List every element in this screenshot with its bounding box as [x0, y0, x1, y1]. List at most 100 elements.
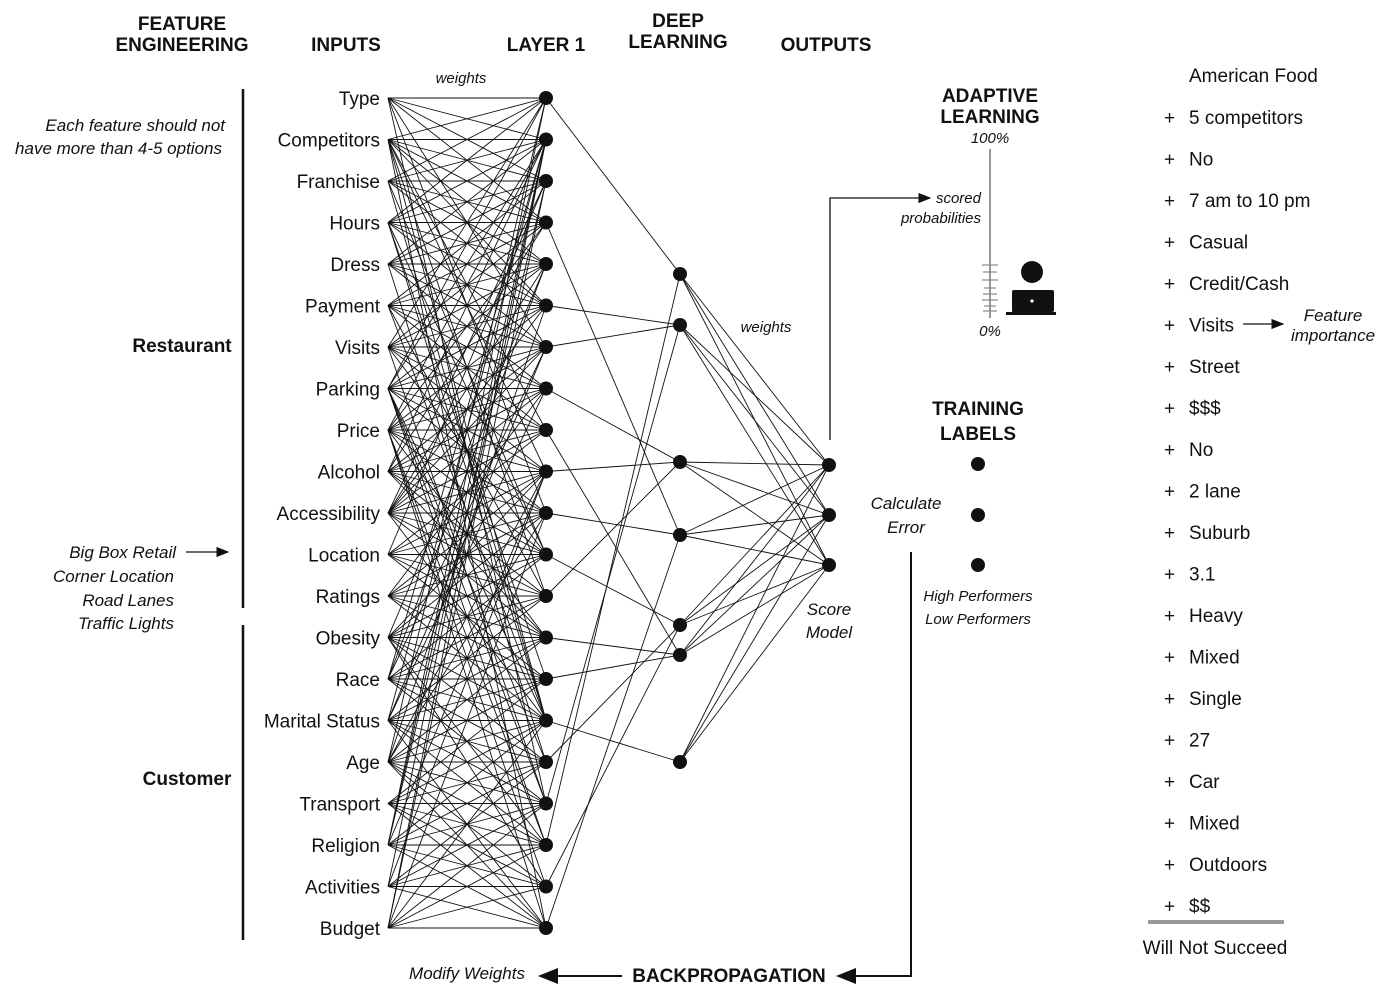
input-layer1-edge: [387, 139, 547, 680]
header-training-labels-2: LABELS: [940, 424, 1016, 445]
input-label: Religion: [311, 836, 380, 857]
input-layer1-edge: [387, 471, 547, 887]
layer1-node: [539, 755, 553, 769]
deep-output-edge: [679, 324, 830, 466]
header-feature-engineering-1: FEATURE: [138, 14, 226, 35]
layer1-deep-edge: [545, 624, 681, 763]
deep-output-edge: [679, 514, 830, 656]
example-result: Will Not Succeed: [1143, 938, 1288, 959]
input-layer1-edge: [387, 97, 547, 140]
layer1-node: [539, 423, 553, 437]
layer1-node: [539, 340, 553, 354]
header-backpropagation: BACKPROPAGATION: [632, 966, 826, 985]
example-plus: +: [1164, 523, 1175, 544]
input-layer1-edge: [387, 97, 547, 846]
input-layer1-edge: [387, 844, 547, 929]
note-location-3: Road Lanes: [82, 591, 174, 610]
input-layer1-edge: [387, 97, 547, 763]
input-label: Marital Status: [264, 712, 380, 733]
input-layer1-edge: [387, 471, 547, 846]
input-label: Age: [346, 753, 380, 774]
input-layer1-edge: [387, 720, 547, 846]
deep-output-edge: [679, 564, 830, 763]
example-plus: +: [1164, 233, 1175, 254]
input-layer1-edge: [387, 720, 547, 804]
pct-top: 100%: [971, 130, 1009, 147]
deep-output-edge: [679, 514, 830, 763]
group-restaurant: Restaurant: [132, 336, 232, 357]
input-label: Activities: [305, 878, 380, 899]
note-location-1: Big Box Retail: [69, 543, 177, 562]
deep-layer-node: [673, 618, 687, 632]
example-item: Single: [1189, 689, 1242, 710]
example-item: Casual: [1189, 233, 1248, 254]
scored-probabilities-arrow: [829, 192, 932, 440]
layer1-deep-edge: [545, 512, 681, 536]
layer1-node: [539, 91, 553, 105]
layer1-deep-edge: [545, 429, 681, 656]
layer1-deep-edge: [545, 324, 681, 348]
input-layer1-edge: [387, 803, 547, 929]
input-label: Type: [339, 89, 380, 110]
header-training-labels-1: TRAINING: [932, 399, 1024, 420]
example-plus: +: [1164, 482, 1175, 503]
input-labels: TypeCompetitorsFranchiseHoursDressPaymen…: [264, 89, 381, 940]
layer1-node: [539, 879, 553, 894]
note-scored-1: scored: [936, 190, 982, 207]
layer1-deep-edge: [545, 654, 681, 680]
input-label: Parking: [316, 380, 380, 401]
deep-layer-node: [673, 318, 687, 332]
network-edges: [387, 97, 830, 929]
deep-output-edge: [679, 461, 830, 566]
example-plus: +: [1164, 606, 1175, 627]
note-calculate-error-1: Calculate: [871, 494, 942, 513]
note-feature-options-1: Each feature should not: [45, 116, 226, 135]
layer1-node: [539, 547, 553, 562]
layer1-node: [539, 257, 553, 271]
layer1-node: [539, 298, 553, 313]
error-return-line: [836, 552, 912, 984]
input-layer1-edge: [387, 97, 547, 182]
example-title: American Food: [1189, 66, 1318, 87]
note-scored-2: probabilities: [900, 210, 982, 227]
deep-output-edge: [679, 461, 830, 516]
note-performers-2: Low Performers: [925, 611, 1031, 628]
header-inputs: INPUTS: [311, 35, 381, 56]
example-item: No: [1189, 440, 1213, 461]
example-plus: +: [1164, 357, 1175, 378]
deep-layer-node: [673, 755, 687, 769]
example-plus: +: [1164, 191, 1175, 212]
input-layer1-edge: [387, 512, 547, 929]
layer1-node: [539, 506, 553, 520]
layer1-node: [539, 630, 553, 645]
example-item-highlight: Visits: [1189, 316, 1234, 337]
input-layer1-edge: [387, 263, 547, 638]
header-feature-engineering-2: ENGINEERING: [115, 35, 248, 56]
input-label: Accessibility: [277, 504, 381, 525]
layer1-deep-edge: [545, 461, 681, 597]
input-layer1-edge: [387, 139, 547, 265]
input-label: Location: [308, 546, 380, 567]
header-adaptive-learning-1: ADAPTIVE: [942, 86, 1038, 107]
note-weights-mid: weights: [741, 319, 792, 336]
group-customer: Customer: [143, 769, 232, 790]
deep-output-edge: [679, 464, 830, 656]
header-deep-learning-2: LEARNING: [628, 32, 727, 53]
person-at-laptop-icon: [1006, 261, 1056, 315]
input-label: Obesity: [316, 629, 381, 650]
example-item: Heavy: [1189, 606, 1243, 627]
input-layer1-edge: [387, 97, 547, 389]
input-label: Franchise: [297, 172, 380, 193]
layer1-node: [539, 464, 553, 479]
layer1-node: [539, 589, 553, 603]
input-label: Dress: [330, 255, 380, 276]
input-label: Transport: [299, 795, 380, 816]
layer1-deep-edge: [545, 461, 681, 472]
example-item: Mixed: [1189, 814, 1240, 835]
note-score-model-1: Score: [807, 600, 851, 619]
input-layer1-edge: [387, 97, 547, 223]
layer1-node: [539, 381, 553, 396]
input-layer1-edge: [387, 471, 547, 763]
deep-layer-node: [673, 648, 687, 662]
